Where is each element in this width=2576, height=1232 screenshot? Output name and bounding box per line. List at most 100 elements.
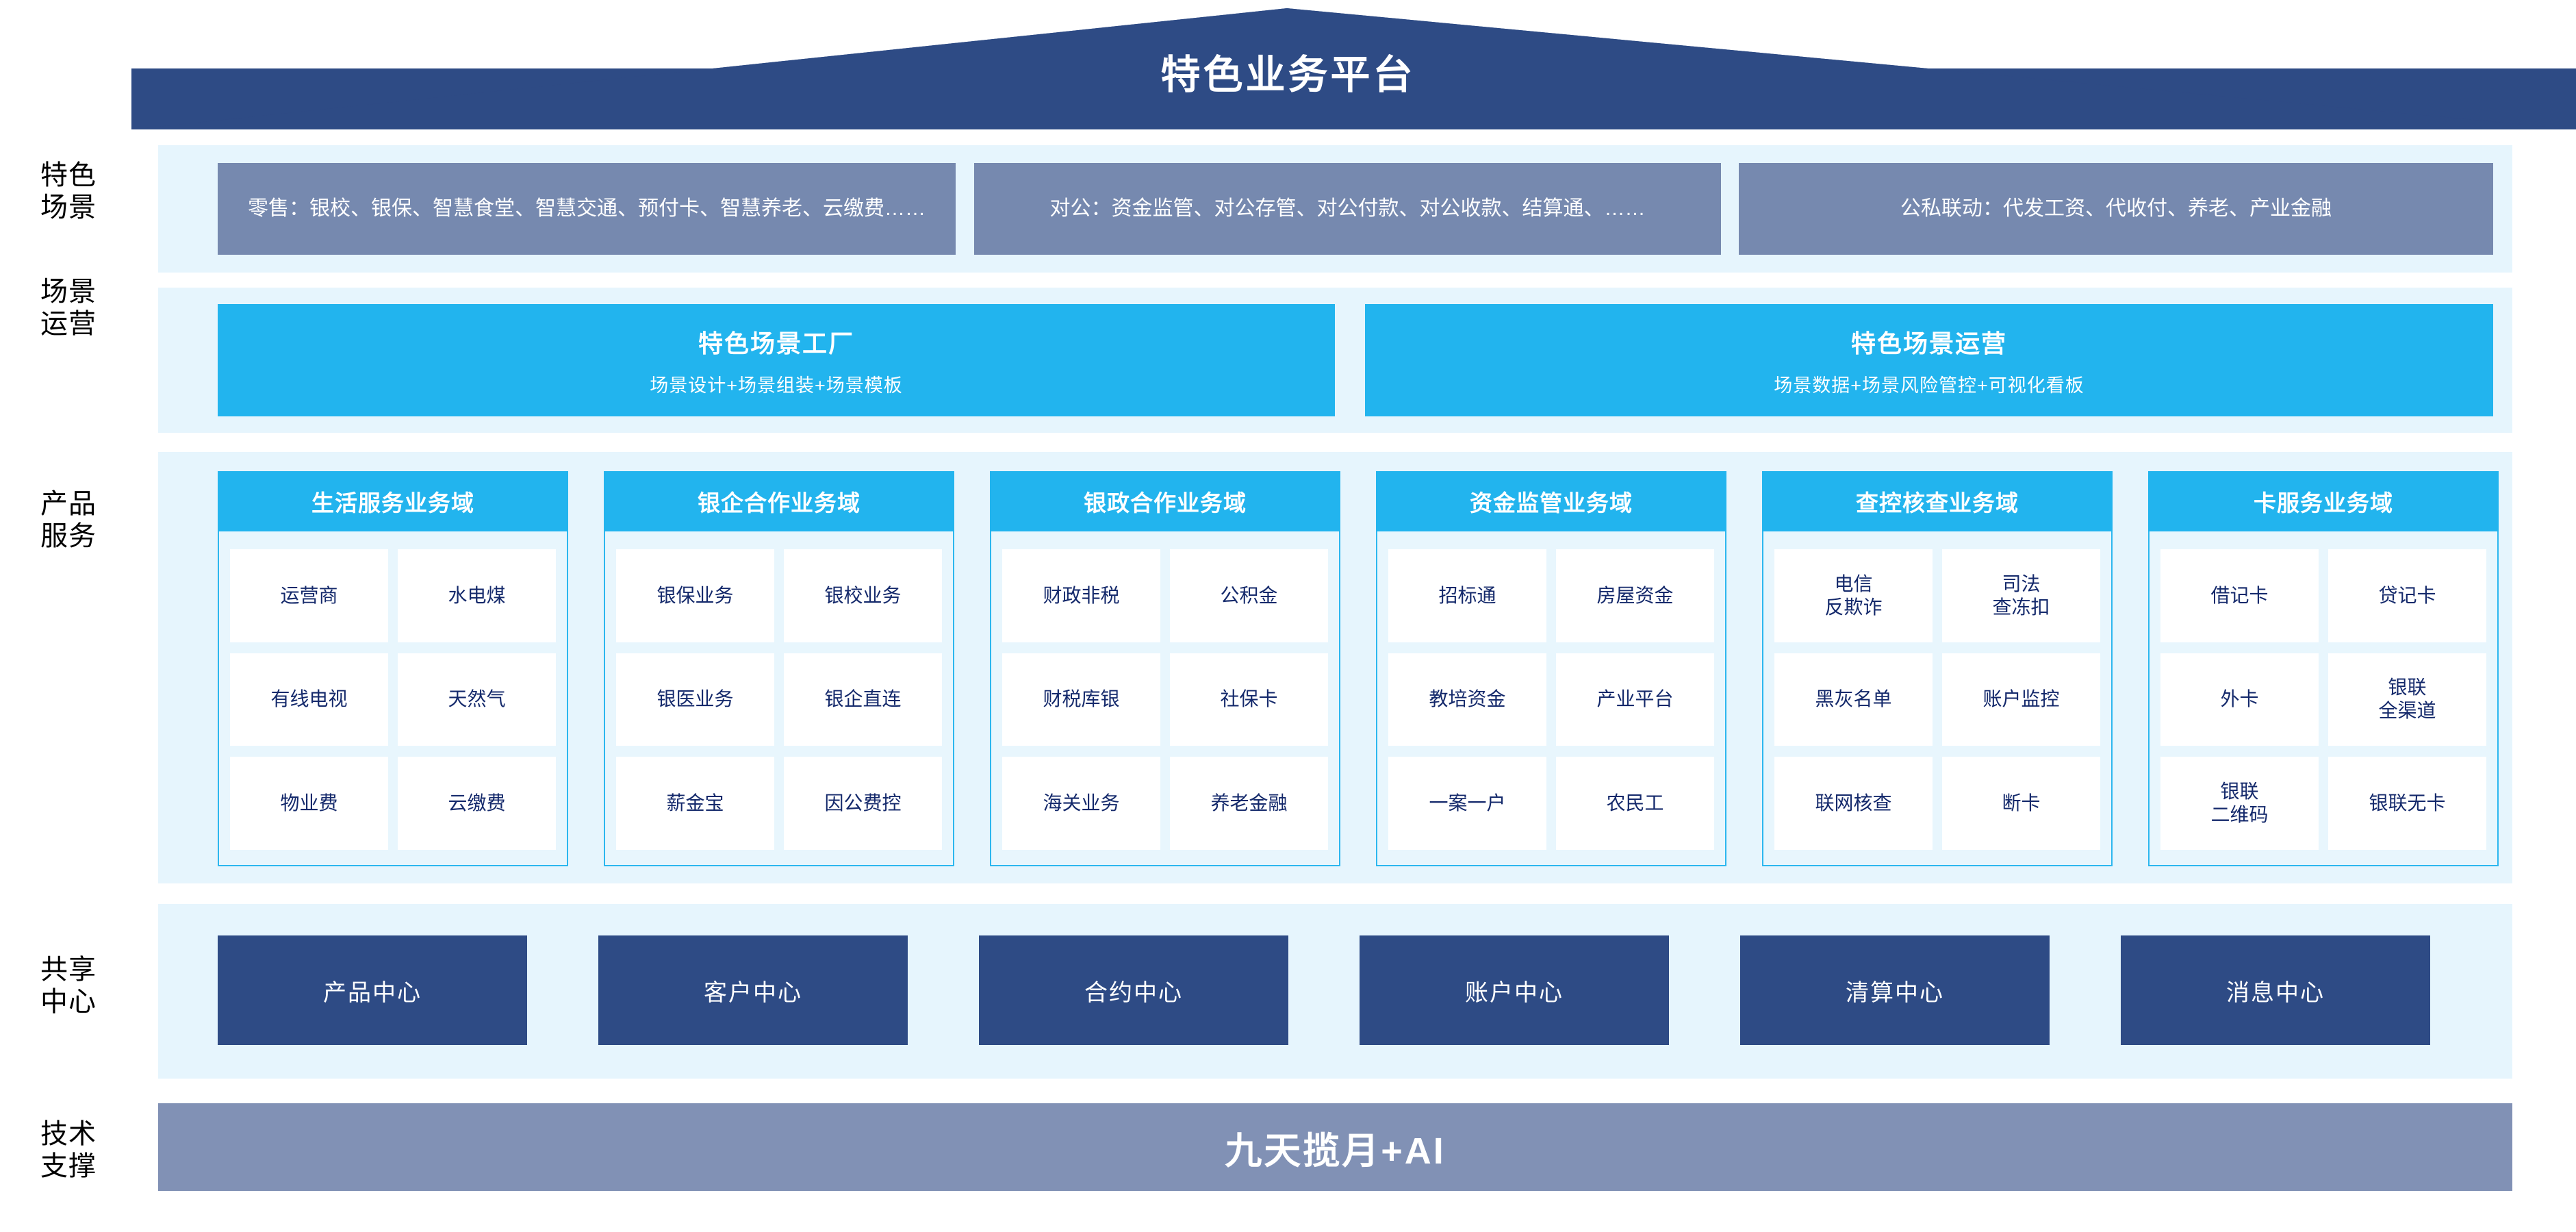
row-label-line: 运营 xyxy=(40,309,97,339)
platform-roof: 特色业务平台 xyxy=(0,0,2576,137)
product-cell-grid: 招标通房屋资金教培资金产业平台一案一户农民工 xyxy=(1377,531,1725,865)
product-cell[interactable]: 银校业务 xyxy=(784,549,942,642)
product-cell[interactable]: 养老金融 xyxy=(1170,757,1328,850)
row-label-line: 特色 xyxy=(40,160,97,190)
scenario-text: 对公：资金监管、对公存管、对公付款、对公收款、结算通、…… xyxy=(1049,197,1646,221)
operations-subtitle: 场景数据+场景风险管控+可视化看板 xyxy=(1774,375,2084,396)
shared-center-label: 清算中心 xyxy=(1846,979,1944,1006)
product-column: 银企合作业务域银保业务银校业务银医业务银企直连薪金宝因公费控 xyxy=(604,471,954,866)
operations-box-scene-operation[interactable]: 特色场景运营 场景数据+场景风险管控+可视化看板 xyxy=(1365,304,2493,416)
product-cell[interactable]: 云缴费 xyxy=(398,757,556,850)
operations-title: 特色场景工厂 xyxy=(698,329,854,357)
shared-center-box[interactable]: 客户中心 xyxy=(598,935,908,1045)
product-cell[interactable]: 财政非税 xyxy=(1002,549,1160,642)
shared-center-box[interactable]: 消息中心 xyxy=(2121,935,2430,1045)
row-label-line: 共享 xyxy=(40,954,97,985)
product-cell[interactable]: 联网核查 xyxy=(1774,757,1933,850)
product-cell[interactable]: 社保卡 xyxy=(1170,653,1328,746)
row-label-line: 中心 xyxy=(40,987,97,1017)
scenario-box-corporate[interactable]: 对公：资金监管、对公存管、对公付款、对公收款、结算通、…… xyxy=(974,163,1721,255)
product-cell[interactable]: 招标通 xyxy=(1388,549,1546,642)
product-cell[interactable]: 贷记卡 xyxy=(2328,549,2486,642)
product-column-title: 查控核查业务域 xyxy=(1762,471,2113,531)
scenario-text: 公私联动：代发工资、代收付、养老、产业金融 xyxy=(1900,197,2332,221)
product-cell[interactable]: 银企直连 xyxy=(784,653,942,746)
shared-center-label: 合约中心 xyxy=(1084,979,1183,1006)
roof-shape xyxy=(131,8,2576,129)
product-cell[interactable]: 银医业务 xyxy=(616,653,774,746)
page-title: 特色业务平台 xyxy=(1160,53,1416,97)
product-cell[interactable]: 借记卡 xyxy=(2160,549,2319,642)
shared-center-label: 产品中心 xyxy=(323,979,422,1006)
shared-center-box[interactable]: 清算中心 xyxy=(1740,935,2050,1045)
scenario-text: 零售：银校、银保、智慧食堂、智慧交通、预付卡、智慧养老、云缴费…… xyxy=(248,197,926,221)
shared-center-box[interactable]: 产品中心 xyxy=(218,935,527,1045)
row-label-line: 产品 xyxy=(40,488,97,519)
product-cell[interactable]: 天然气 xyxy=(398,653,556,746)
operations-box-scene-factory[interactable]: 特色场景工厂 场景设计+场景组装+场景模板 xyxy=(218,304,1335,416)
product-cell[interactable]: 司法查冻扣 xyxy=(1942,549,2100,642)
product-column-title: 资金监管业务域 xyxy=(1376,471,1726,531)
product-cell[interactable]: 账户监控 xyxy=(1942,653,2100,746)
product-column-title: 卡服务业务域 xyxy=(2148,471,2499,531)
product-cell[interactable]: 公积金 xyxy=(1170,549,1328,642)
product-cell[interactable]: 海关业务 xyxy=(1002,757,1160,850)
product-cell[interactable]: 断卡 xyxy=(1942,757,2100,850)
product-column-title: 生活服务业务域 xyxy=(218,471,568,531)
product-column: 银政合作业务域财政非税公积金财税库银社保卡海关业务养老金融 xyxy=(990,471,1340,866)
shared-center-label: 消息中心 xyxy=(2226,979,2325,1006)
product-column: 查控核查业务域电信反欺诈司法查冻扣黑灰名单账户监控联网核查断卡 xyxy=(1762,471,2113,866)
tech-support-label: 九天揽月+AI xyxy=(1225,1130,1446,1172)
shared-center-box[interactable]: 账户中心 xyxy=(1360,935,1669,1045)
row-label-tech-support: 技术 支撑 xyxy=(0,1096,137,1205)
product-cell[interactable]: 物业费 xyxy=(230,757,388,850)
product-cell[interactable]: 教培资金 xyxy=(1388,653,1546,746)
row-label-column: 特色 场景 场景 运营 产品 服务 共享 中心 技术 支撑 xyxy=(0,137,137,1232)
product-cell[interactable]: 银保业务 xyxy=(616,549,774,642)
operations-title: 特色场景运营 xyxy=(1850,329,2007,357)
shared-center-label: 客户中心 xyxy=(704,979,802,1006)
product-cell[interactable]: 房屋资金 xyxy=(1556,549,1714,642)
operations-subtitle: 场景设计+场景组装+场景模板 xyxy=(650,375,903,396)
product-cell[interactable]: 一案一户 xyxy=(1388,757,1546,850)
product-cell[interactable]: 财税库银 xyxy=(1002,653,1160,746)
row-label-shared-centers: 共享 中心 xyxy=(0,931,137,1041)
product-column-title: 银企合作业务域 xyxy=(604,471,954,531)
product-cell[interactable]: 因公费控 xyxy=(784,757,942,850)
shared-centers-band xyxy=(158,904,2512,1079)
product-column-title: 银政合作业务域 xyxy=(990,471,1340,531)
product-cell[interactable]: 有线电视 xyxy=(230,653,388,746)
product-cell[interactable]: 电信反欺诈 xyxy=(1774,549,1933,642)
product-cell[interactable]: 银联全渠道 xyxy=(2328,653,2486,746)
product-cell[interactable]: 银联二维码 xyxy=(2160,757,2319,850)
product-cell-grid: 银保业务银校业务银医业务银企直连薪金宝因公费控 xyxy=(605,531,953,865)
product-column: 资金监管业务域招标通房屋资金教培资金产业平台一案一户农民工 xyxy=(1376,471,1726,866)
row-label-line: 服务 xyxy=(40,521,97,551)
row-label-line: 技术 xyxy=(40,1118,97,1149)
row-label-products: 产品 服务 xyxy=(0,425,137,616)
product-cell[interactable]: 运营商 xyxy=(230,549,388,642)
scenario-box-retail[interactable]: 零售：银校、银保、智慧食堂、智慧交通、预付卡、智慧养老、云缴费…… xyxy=(218,163,956,255)
product-cell[interactable]: 银联无卡 xyxy=(2328,757,2486,850)
row-label-line: 支撑 xyxy=(40,1151,97,1181)
tech-support-bar[interactable]: 九天揽月+AI xyxy=(158,1103,2512,1191)
product-cell-grid: 财政非税公积金财税库银社保卡海关业务养老金融 xyxy=(991,531,1339,865)
product-cell-grid: 借记卡贷记卡外卡银联全渠道银联二维码银联无卡 xyxy=(2150,531,2497,865)
row-label-operations: 场景 运营 xyxy=(0,253,137,363)
product-column: 生活服务业务域运营商水电煤有线电视天然气物业费云缴费 xyxy=(218,471,568,866)
product-cell[interactable]: 薪金宝 xyxy=(616,757,774,850)
scenario-box-public-private[interactable]: 公私联动：代发工资、代收付、养老、产业金融 xyxy=(1739,163,2493,255)
product-columns: 生活服务业务域运营商水电煤有线电视天然气物业费云缴费银企合作业务域银保业务银校业… xyxy=(158,471,2512,866)
shared-center-label: 账户中心 xyxy=(1465,979,1564,1006)
product-cell[interactable]: 产业平台 xyxy=(1556,653,1714,746)
row-label-line: 场景 xyxy=(40,276,97,307)
product-cell[interactable]: 黑灰名单 xyxy=(1774,653,1933,746)
product-column: 卡服务业务域借记卡贷记卡外卡银联全渠道银联二维码银联无卡 xyxy=(2148,471,2499,866)
product-cell[interactable]: 水电煤 xyxy=(398,549,556,642)
row-label-scenarios: 特色 场景 xyxy=(0,137,137,247)
product-cell-grid: 电信反欺诈司法查冻扣黑灰名单账户监控联网核查断卡 xyxy=(1763,531,2111,865)
product-cell[interactable]: 外卡 xyxy=(2160,653,2319,746)
product-cell[interactable]: 农民工 xyxy=(1556,757,1714,850)
row-label-line: 场景 xyxy=(40,192,97,223)
shared-center-box[interactable]: 合约中心 xyxy=(979,935,1288,1045)
